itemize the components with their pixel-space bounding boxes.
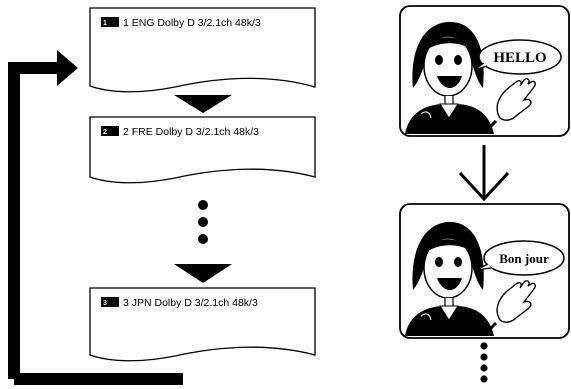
audio-track-badge-number: 1 <box>103 20 107 27</box>
speaker-panel-2: Bon jour <box>400 204 569 338</box>
screen-audio-label: 1 ENG Dolby D 3/2.1ch 48k/3 <box>123 17 261 29</box>
audio-track-badge-number: 3 <box>103 300 107 307</box>
screen-card-1: 1 1 ENG Dolby D 3/2.1ch 48k/3 <box>90 8 315 92</box>
right-down-arrow-icon <box>460 145 508 199</box>
speech-text: HELLO <box>493 50 546 66</box>
continuation-dots <box>198 200 208 244</box>
down-arrow-icon <box>174 95 232 113</box>
audio-track-badge-number: 2 <box>103 129 107 136</box>
down-arrow-icon <box>174 264 232 283</box>
screen-audio-label: 2 FRE Dolby D 3/2.1ch 48k/3 <box>123 126 259 138</box>
speech-text: Bon jour <box>499 251 549 266</box>
screen-card-2: 2 2 FRE Dolby D 3/2.1ch 48k/3 <box>90 117 315 183</box>
speaker-panel-1: HELLO <box>400 6 569 136</box>
screen-card-3: 3 3 JPN Dolby D 3/2.1ch 48k/3 <box>90 288 315 361</box>
screen-audio-label: 3 JPN Dolby D 3/2.1ch 48k/3 <box>123 297 258 309</box>
continuation-dots-right <box>480 342 487 382</box>
